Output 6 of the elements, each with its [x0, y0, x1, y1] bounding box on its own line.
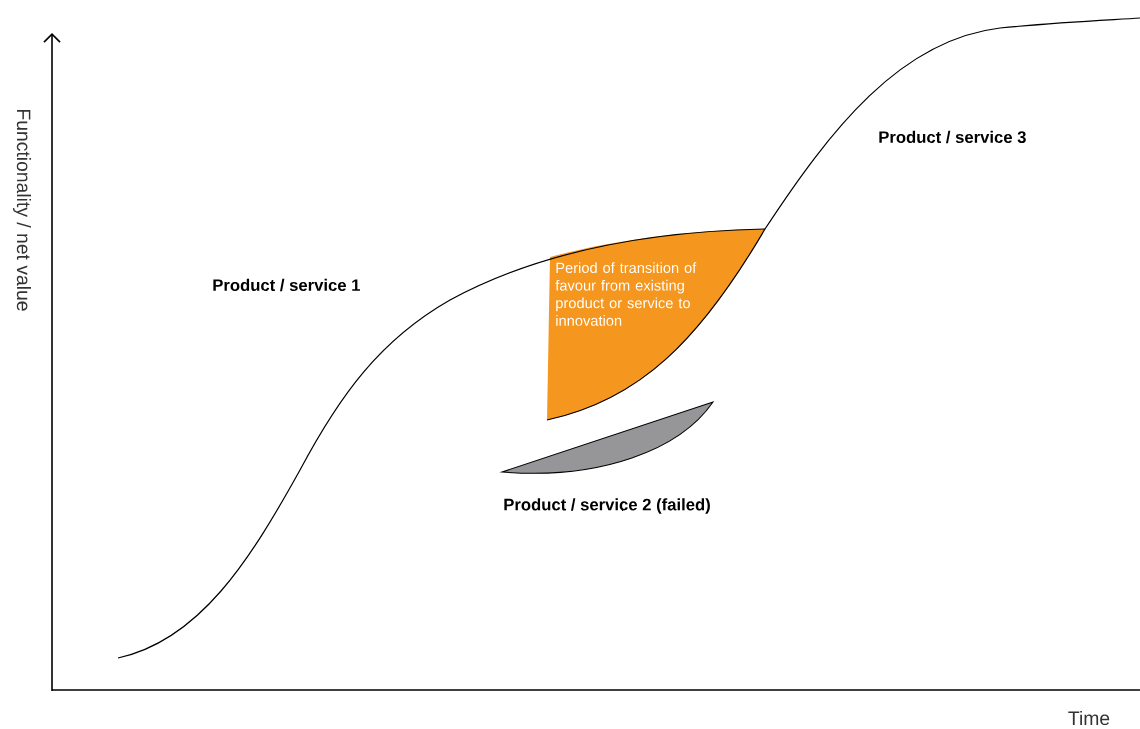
- axis-title: Functionality / net value: [13, 110, 31, 311]
- transition-region: Period of transition of favour from existing product or service to innovation: [547, 229, 765, 420]
- curve-label: Product / service 2 (failed): [504, 498, 710, 514]
- axis-title: Time: [1068, 710, 1110, 726]
- curve-label: Product / service 3: [879, 130, 1026, 144]
- curve-label: Product / service 1: [213, 278, 360, 292]
